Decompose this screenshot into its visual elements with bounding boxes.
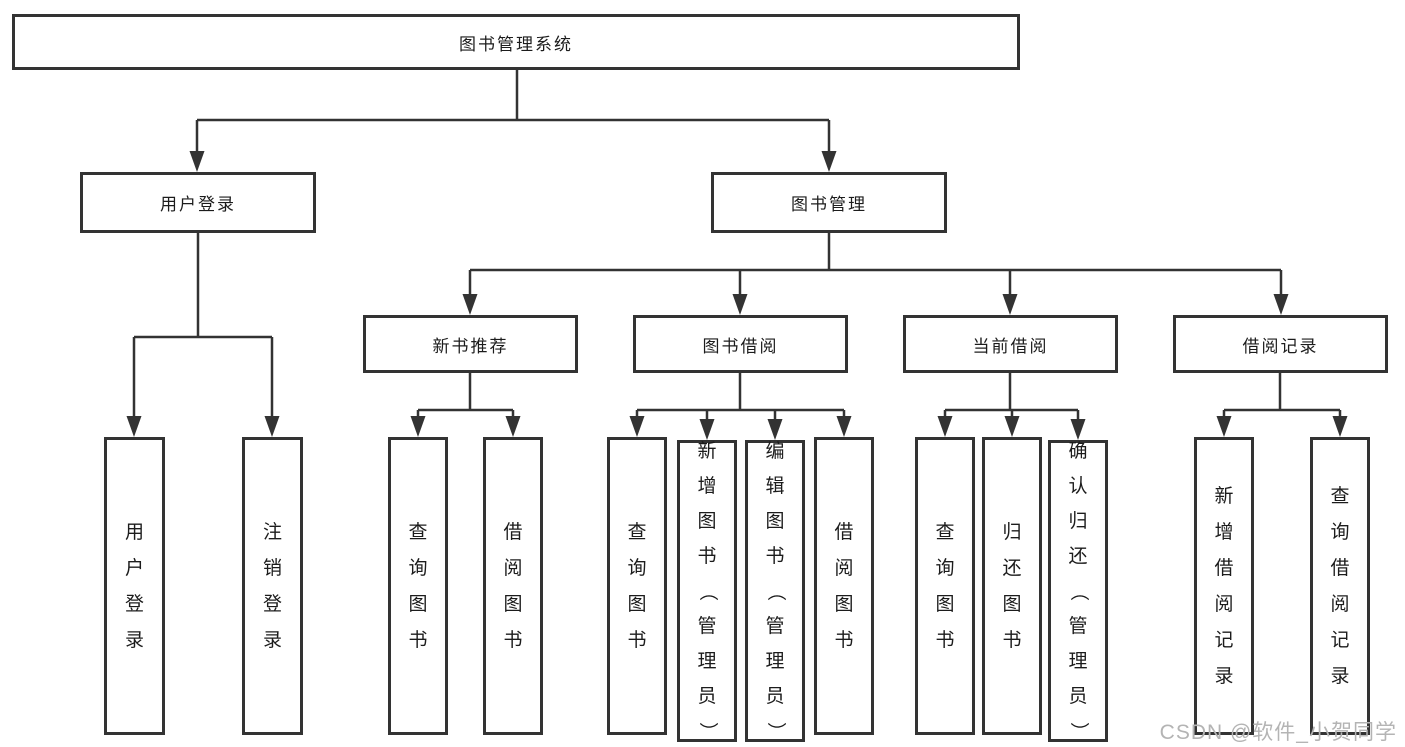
node-root-library-management-system: 图书管理系统 [12, 14, 1020, 70]
csdn-watermark: CSDN @软件_小贺同学 [1159, 721, 1397, 744]
leaf-add-borrow-record: 新增借阅记录 [1194, 437, 1254, 735]
leaf-confirm-return-admin: 确认归还（管理员） [1048, 440, 1108, 742]
node-book-borrowing: 图书借阅 [633, 315, 848, 373]
leaf-query-books-recommendation: 查询图书 [388, 437, 448, 735]
leaf-query-books-borrowing: 查询图书 [607, 437, 667, 735]
leaf-return-book: 归还图书 [982, 437, 1042, 735]
leaf-borrow-books-borrowing: 借阅图书 [814, 437, 874, 735]
node-book-management: 图书管理 [711, 172, 947, 233]
node-borrowing-records: 借阅记录 [1173, 315, 1388, 373]
leaf-query-books-current: 查询图书 [915, 437, 975, 735]
leaf-logout: 注销登录 [242, 437, 303, 735]
node-current-borrowing: 当前借阅 [903, 315, 1118, 373]
leaf-query-borrow-record: 查询借阅记录 [1310, 437, 1370, 735]
leaf-edit-book-admin: 编辑图书（管理员） [745, 440, 805, 742]
leaf-add-book-admin: 新增图书（管理员） [677, 440, 737, 742]
node-new-book-recommendation: 新书推荐 [363, 315, 578, 373]
node-user-login: 用户登录 [80, 172, 316, 233]
leaf-borrow-books-recommendation: 借阅图书 [483, 437, 543, 735]
leaf-user-login: 用户登录 [104, 437, 165, 735]
